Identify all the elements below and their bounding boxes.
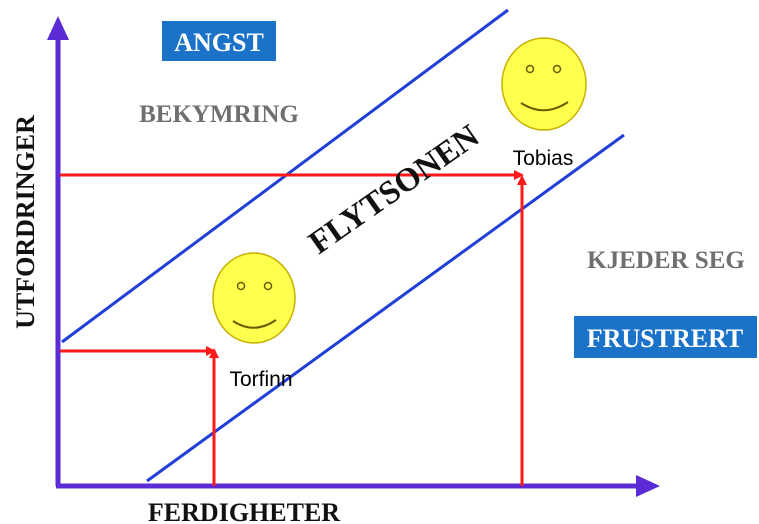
- bekymring-label: BEKYMRING: [139, 101, 299, 128]
- frustrert-box: [574, 316, 757, 358]
- y-axis-arrowhead: [47, 16, 69, 40]
- torfinn-smiley-icon: [212, 252, 296, 344]
- x-axis-label: FERDIGHETER: [148, 498, 340, 524]
- tobias-label: Tobias: [513, 147, 574, 170]
- angst-label: ANGST: [174, 28, 264, 57]
- x-axis-arrowhead: [636, 475, 660, 497]
- kjeder-seg-label: KJEDER SEG: [587, 247, 745, 274]
- angst-box: [162, 21, 276, 61]
- tobias-smiley-icon: [501, 37, 587, 131]
- frustrert-label: FRUSTRERT: [587, 324, 744, 353]
- flow-band-lower-line: [146, 133, 625, 483]
- flytsonen-label: FLYTSONEN: [303, 118, 487, 262]
- torfinn-label: Torfinn: [229, 368, 292, 391]
- y-axis-label: UTFORDRINGER: [11, 115, 40, 329]
